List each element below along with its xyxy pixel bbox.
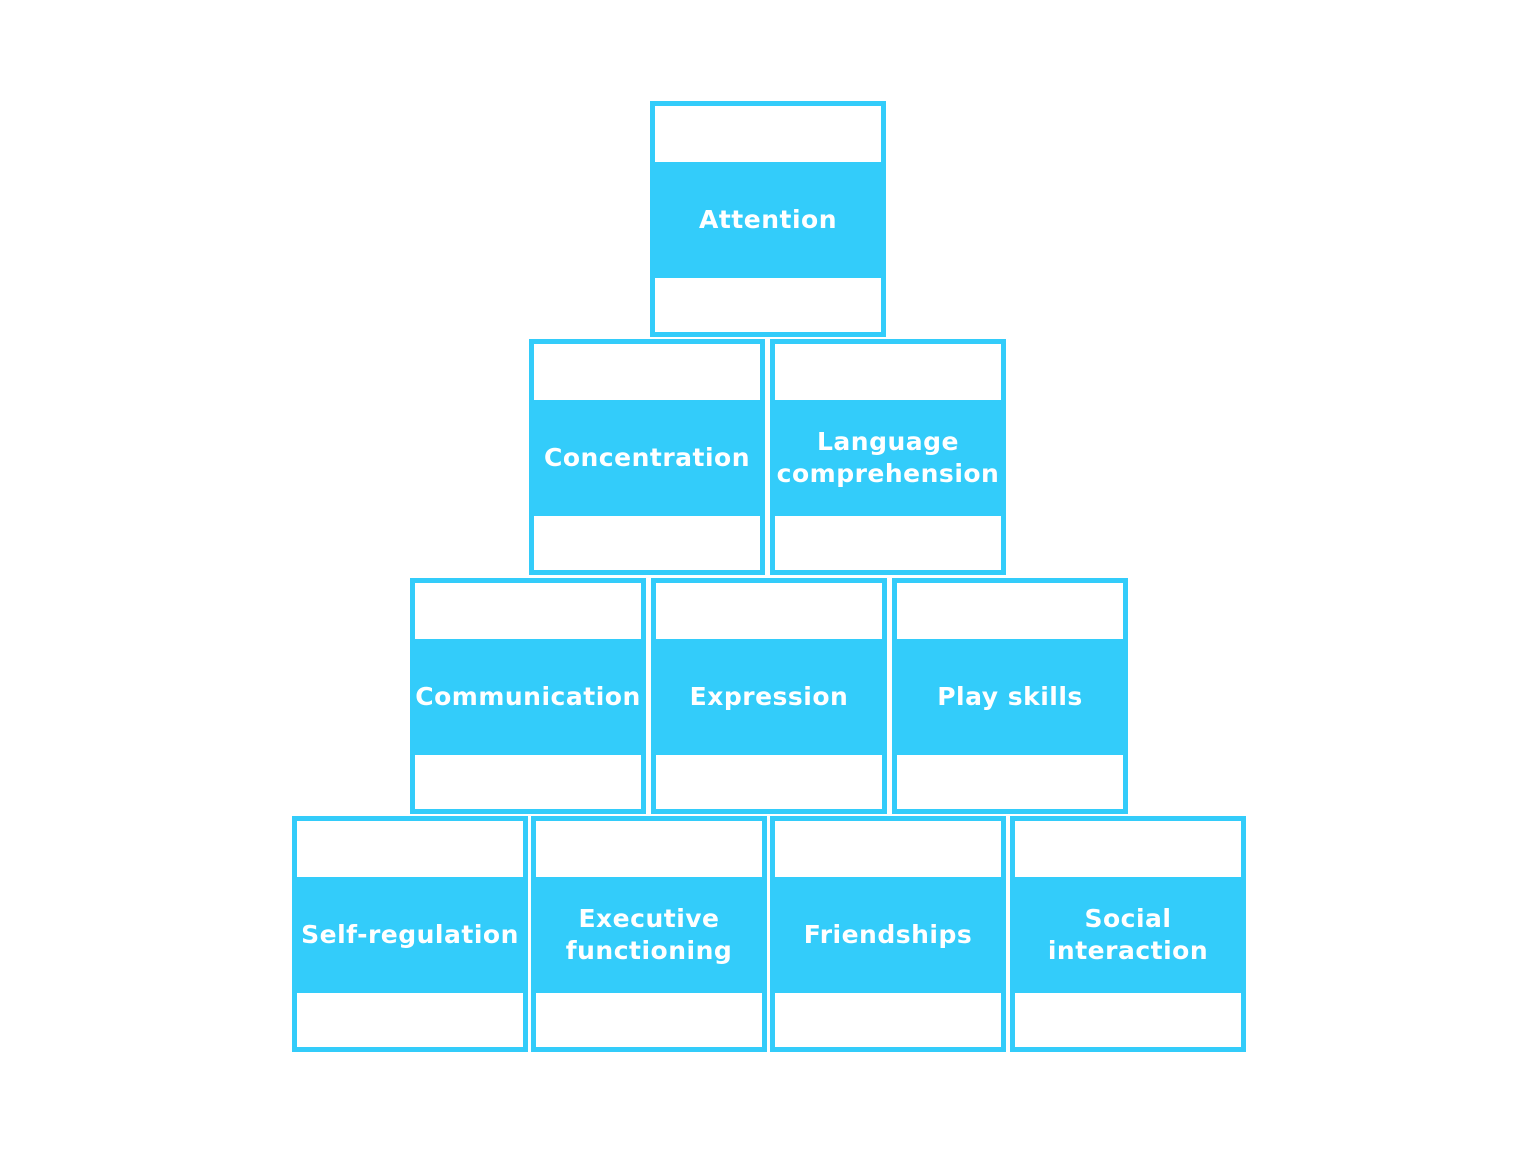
block-language-comprehension: Language comprehension: [770, 339, 1006, 575]
block-band: Self-regulation: [297, 877, 523, 993]
block-social-interaction: Social interaction: [1010, 816, 1246, 1052]
block-self-regulation: Self-regulation: [292, 816, 528, 1052]
block-executive-functioning: Executive functioning: [531, 816, 767, 1052]
block-concentration: Concentration: [529, 339, 765, 575]
block-label: Expression: [689, 682, 849, 711]
block-label: Language comprehension: [776, 427, 1000, 488]
block-band: Expression: [656, 639, 882, 755]
block-attention: Attention: [650, 101, 886, 337]
block-label: Executive functioning: [565, 904, 733, 965]
block-label: Attention: [699, 205, 837, 234]
block-label: Play skills: [937, 682, 1083, 711]
block-band: Social interaction: [1015, 877, 1241, 993]
block-band: Communication: [415, 639, 641, 755]
block-expression: Expression: [651, 578, 887, 814]
block-band: Language comprehension: [775, 400, 1001, 516]
block-friendships: Friendships: [770, 816, 1006, 1052]
block-band: Friendships: [775, 877, 1001, 993]
block-label: Social interaction: [1047, 904, 1209, 965]
block-communication: Communication: [410, 578, 646, 814]
block-label: Communication: [415, 682, 641, 711]
block-play-skills: Play skills: [892, 578, 1128, 814]
block-label: Self-regulation: [301, 920, 519, 949]
block-band: Play skills: [897, 639, 1123, 755]
block-band: Attention: [655, 162, 881, 278]
block-label: Friendships: [803, 920, 973, 949]
block-band: Executive functioning: [536, 877, 762, 993]
block-label: Concentration: [543, 443, 751, 472]
block-band: Concentration: [534, 400, 760, 516]
